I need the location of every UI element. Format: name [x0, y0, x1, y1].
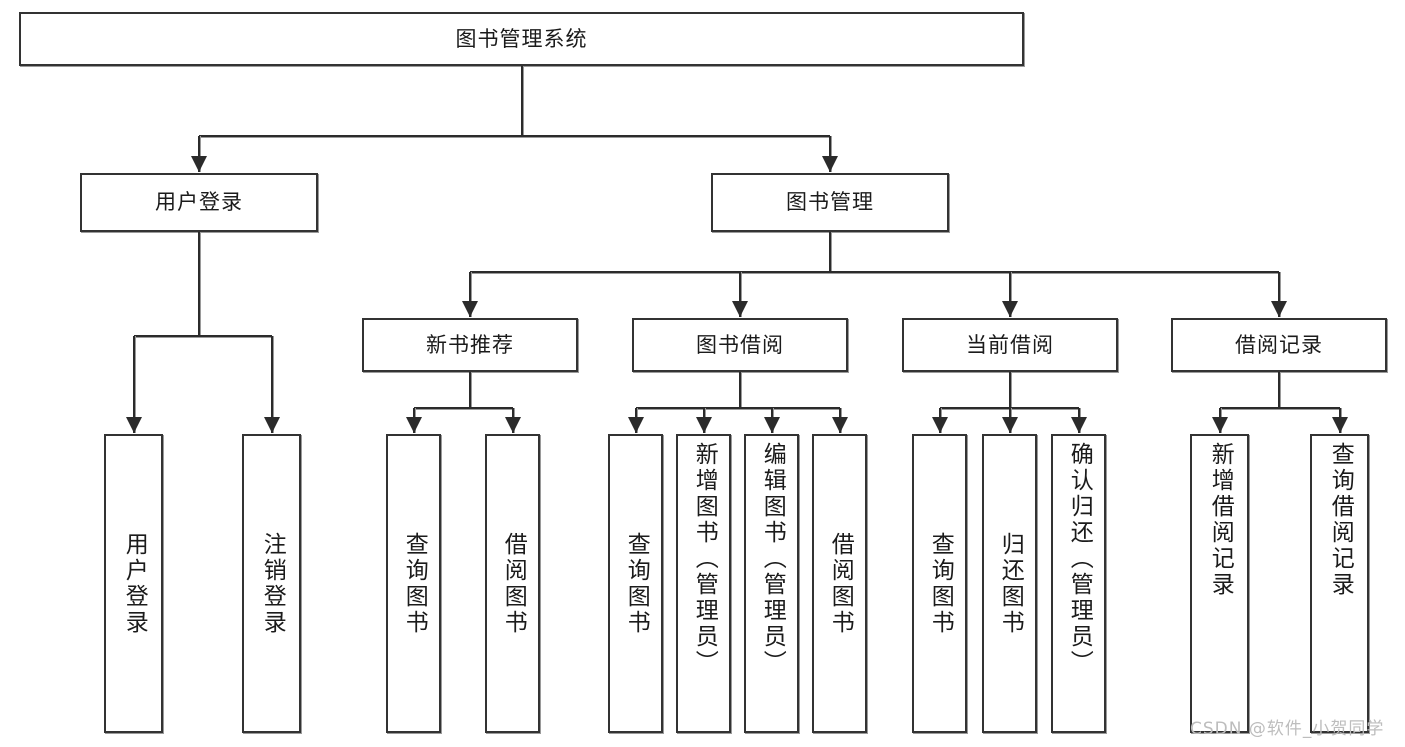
node-label: 用户登录	[121, 531, 148, 636]
node-book-borrow[interactable]: 图书借阅	[632, 318, 848, 372]
node-current-loan[interactable]: 当前借阅	[902, 318, 1118, 372]
node-label: 当前借阅	[966, 332, 1054, 357]
connector-horizontal	[635, 407, 840, 409]
connector-vertical	[1278, 272, 1280, 317]
node-leaf-borrow-add-book-admin[interactable]: 新增图书（管理员）	[676, 434, 731, 733]
connector-arrowhead	[1331, 417, 1348, 433]
connector-vertical	[1009, 372, 1011, 408]
node-label: 查询图书	[623, 531, 650, 636]
connector-vertical	[132, 336, 135, 433]
node-new-book-recommend[interactable]: 新书推荐	[362, 318, 578, 372]
node-label: 查询图书	[401, 531, 428, 636]
node-label: 借阅图书	[500, 531, 527, 636]
connector-vertical	[1278, 372, 1280, 408]
node-leaf-recommend-query-book[interactable]: 查询图书	[386, 434, 441, 733]
node-label: 新增图书（管理员）	[691, 442, 718, 676]
node-label: 确认归还（管理员）	[1066, 442, 1093, 676]
node-leaf-borrow-borrow-book[interactable]: 借阅图书	[812, 434, 867, 733]
node-label: 新书推荐	[426, 332, 514, 357]
connector-vertical	[270, 336, 273, 433]
node-loan-record[interactable]: 借阅记录	[1171, 318, 1387, 372]
connector-arrowhead	[931, 417, 948, 433]
node-label: 查询图书	[927, 531, 954, 636]
node-label: 图书管理系统	[455, 26, 588, 51]
connector-vertical	[469, 272, 471, 317]
connector-vertical	[829, 232, 831, 272]
connector-arrowhead	[462, 301, 478, 317]
node-user-login[interactable]: 用户登录	[80, 173, 318, 232]
connector-horizontal	[1219, 407, 1340, 409]
connector-arrowhead	[125, 417, 142, 433]
connector-horizontal	[470, 271, 1279, 273]
connector-arrowhead	[1001, 417, 1018, 433]
node-book-manage[interactable]: 图书管理	[711, 173, 949, 232]
connector-horizontal	[413, 407, 513, 409]
connector-arrowhead	[1211, 417, 1228, 433]
connector-vertical	[739, 372, 741, 408]
node-leaf-user-logout[interactable]: 注销登录	[242, 434, 301, 733]
connector-horizontal	[199, 135, 830, 137]
node-label: 注销登录	[259, 531, 286, 636]
connector-arrowhead	[405, 417, 422, 433]
node-leaf-recommend-borrow-book[interactable]: 借阅图书	[485, 434, 540, 733]
node-leaf-borrow-query-book[interactable]: 查询图书	[608, 434, 663, 733]
node-label: 图书管理	[786, 190, 874, 215]
node-leaf-user-login[interactable]: 用户登录	[104, 434, 163, 733]
node-label: 借阅记录	[1235, 332, 1323, 357]
connector-vertical	[198, 232, 200, 336]
connector-vertical	[520, 66, 523, 136]
watermark-text: CSDN @软件_小贺同学	[1190, 719, 1385, 739]
connector-vertical	[198, 136, 200, 172]
node-label: 新增借阅记录	[1207, 442, 1234, 598]
node-label: 图书借阅	[696, 332, 784, 357]
connector-horizontal	[133, 335, 272, 337]
node-leaf-borrow-edit-book-admin[interactable]: 编辑图书（管理员）	[744, 434, 799, 733]
connector-vertical	[739, 272, 741, 317]
connector-arrowhead	[1002, 301, 1018, 317]
node-label: 编辑图书（管理员）	[759, 442, 786, 676]
connector-arrowhead	[695, 417, 712, 433]
connector-arrowhead	[627, 417, 644, 433]
node-label: 用户登录	[155, 190, 243, 215]
node-root-system[interactable]: 图书管理系统	[19, 12, 1024, 66]
connector-arrowhead	[1070, 417, 1087, 433]
connector-vertical	[1009, 272, 1011, 317]
node-label: 查询借阅记录	[1327, 442, 1354, 598]
node-label: 借阅图书	[827, 531, 854, 636]
node-leaf-current-return-book[interactable]: 归还图书	[982, 434, 1037, 733]
connector-arrowhead	[191, 156, 207, 172]
node-leaf-record-add-loan-record[interactable]: 新增借阅记录	[1190, 434, 1249, 733]
connector-arrowhead	[263, 417, 280, 433]
connector-arrowhead	[1271, 301, 1287, 317]
node-label: 归还图书	[997, 531, 1024, 636]
connector-vertical	[469, 372, 471, 408]
connector-arrowhead	[831, 417, 848, 433]
connector-arrowhead	[763, 417, 780, 433]
node-leaf-current-query-book[interactable]: 查询图书	[912, 434, 967, 733]
connector-vertical	[829, 136, 831, 172]
connector-arrowhead	[504, 417, 521, 433]
node-leaf-record-query-loan-record[interactable]: 查询借阅记录	[1310, 434, 1369, 733]
connector-arrowhead	[822, 156, 838, 172]
node-leaf-current-confirm-return-admin[interactable]: 确认归还（管理员）	[1051, 434, 1106, 733]
connector-arrowhead	[732, 301, 748, 317]
